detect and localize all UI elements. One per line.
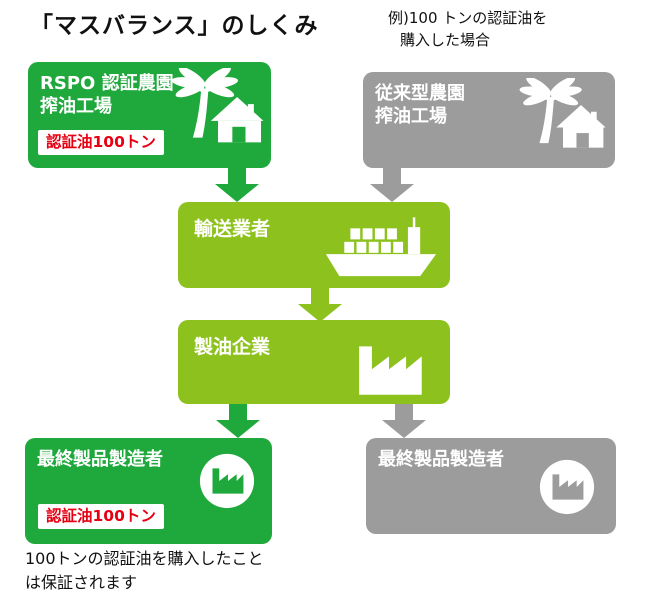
block-down-arrow-icon: [298, 288, 342, 322]
node-conventional-mill: 従来型農園 搾油工場: [363, 72, 615, 168]
node-certified-mill-line1: RSPO 認証農園: [40, 73, 174, 94]
node-certified-mill: RSPO 認証農園 搾油工場: [28, 62, 271, 168]
block-down-arrow-icon: [216, 404, 260, 438]
node-certified-mill-line2: 搾油工場: [40, 96, 112, 118]
guarantee-note-line1: 100トンの認証油を購入したこと: [25, 549, 264, 568]
block-down-arrow-icon: [370, 168, 414, 202]
example-note-line2: 購入した場合: [400, 30, 491, 49]
cargo-ship-icon: [322, 210, 440, 281]
block-down-arrow-icon: [382, 404, 426, 438]
node-refiner-label: 製油企業: [194, 336, 271, 358]
example-note-line1: 例)100 トンの認証油を: [388, 9, 548, 27]
example-note: 例)100 トンの認証油を 購入した場合: [388, 8, 547, 52]
node-final-maker-conventional-label: 最終製品製造者: [378, 449, 504, 470]
node-refiner: 製油企業: [178, 320, 450, 404]
factory-circle-icon: [198, 452, 256, 510]
node-certified-mill-label: RSPO 認証農園 搾油工場: [28, 62, 271, 129]
node-conventional-mill-line1: 従来型農園: [375, 83, 465, 104]
palm-tree-house-icon: [517, 76, 609, 150]
guarantee-note: 100トンの認証油を購入したこと は保証されます: [25, 547, 264, 595]
node-final-maker-certified: 最終製品製造者 認証油100トン: [25, 438, 272, 544]
node-transporter-label: 輸送業者: [194, 218, 271, 240]
palm-tree-house-icon: [169, 66, 267, 145]
page-title: 「マスバランス」のしくみ: [30, 13, 319, 39]
node-conventional-mill-line2: 搾油工場: [375, 106, 447, 128]
node-final-maker-certified-label: 最終製品製造者: [37, 449, 163, 470]
block-down-arrow-icon: [215, 168, 259, 202]
node-transporter: 輸送業者: [178, 202, 450, 288]
node-final-maker-conventional: 最終製品製造者: [366, 438, 616, 534]
certified-oil-badge: 認証油100トン: [38, 504, 164, 529]
node-conventional-mill-label: 従来型農園 搾油工場: [363, 72, 615, 139]
factory-icon: [352, 332, 426, 395]
guarantee-note-line2: は保証されます: [25, 573, 138, 592]
certified-oil-badge: 認証油100トン: [38, 130, 164, 155]
factory-circle-icon: [538, 458, 596, 516]
